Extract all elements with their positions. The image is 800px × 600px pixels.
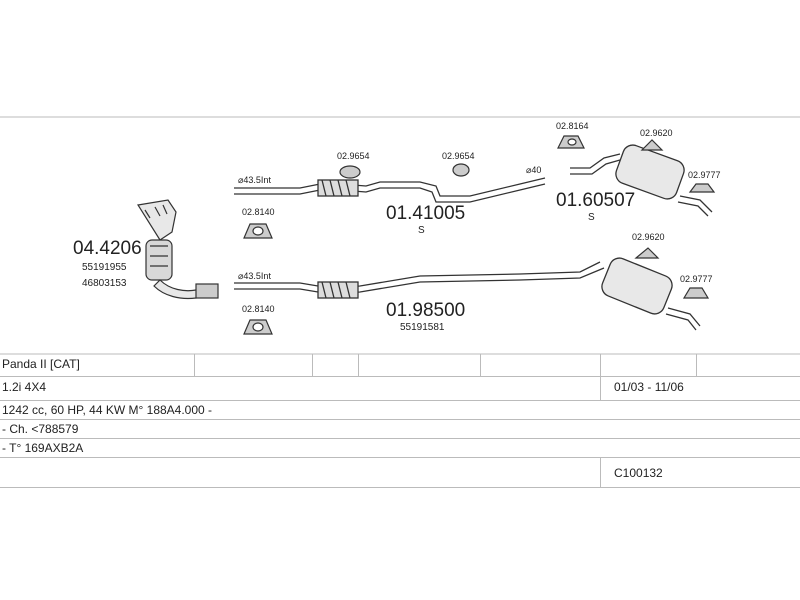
- catalyst-code: 04.4206: [73, 238, 142, 259]
- front-upper-diam-left: ⌀43.5Int: [238, 175, 271, 185]
- clamp-label: 02.9777: [688, 170, 721, 180]
- clamp-label: 02.8140: [242, 304, 275, 314]
- clamp-label: 02.8140: [242, 207, 275, 217]
- front-lower-diam-left: ⌀43.5Int: [238, 271, 271, 281]
- hanger-icon: [634, 247, 660, 259]
- hanger-icon: [688, 183, 716, 193]
- catalog-number: C100132: [614, 466, 663, 480]
- clamp-label: 02.9654: [337, 151, 370, 161]
- hanger-icon: [252, 322, 264, 332]
- application-table: Panda II [CAT] 1.2i 4X4 01/03 - 11/06 12…: [0, 354, 800, 488]
- table-row: Panda II [CAT]: [0, 354, 800, 377]
- hanger-icon: [252, 226, 264, 236]
- table-row: 1.2i 4X4 01/03 - 11/06: [0, 377, 800, 401]
- hanger-icon: [567, 138, 577, 146]
- table-row: - Ch. <788579: [0, 420, 800, 439]
- hanger-icon: [640, 139, 664, 151]
- hanger-icon: [682, 287, 710, 299]
- front-upper-pipe-drawing: [234, 177, 546, 203]
- table-row: - T° 169AXB2A: [0, 439, 800, 458]
- hanger-icon: [339, 165, 361, 179]
- catalyst-ref2: 46803153: [82, 278, 127, 289]
- front-lower-pipe-code: 01.98500: [386, 300, 465, 321]
- hanger-icons: [243, 135, 716, 335]
- engine-spec: 1242 cc, 60 HP, 44 KW M° 188A4.000 -: [2, 403, 213, 417]
- clamp-label: 02.8164: [556, 121, 589, 131]
- type-code: - T° 169AXB2A: [2, 441, 84, 455]
- front-lower-pipe-drawing: [234, 261, 605, 299]
- front-upper-pipe-note: S: [418, 225, 425, 236]
- model-name: Panda II [CAT]: [2, 357, 80, 371]
- front-lower-pipe-ref: 55191581: [400, 322, 445, 333]
- table-row: 1242 cc, 60 HP, 44 KW M° 188A4.000 -: [0, 401, 800, 420]
- catalytic-converter-drawing: [137, 199, 219, 300]
- clamp-label: 02.9777: [680, 274, 713, 284]
- table-row: C100132: [0, 458, 800, 488]
- front-upper-diam-right: ⌀40: [526, 165, 541, 175]
- clamp-label: 02.9620: [640, 128, 673, 138]
- front-upper-pipe-code: 01.41005: [386, 203, 465, 224]
- rear-upper-silencer-drawing: [570, 144, 713, 217]
- engine: 1.2i 4X4: [2, 380, 47, 394]
- hanger-icon: [452, 163, 470, 177]
- exhaust-system-diagram: 04.4206 55191955 46803153 ⌀43.5Int ⌀40 0…: [0, 116, 800, 355]
- clamp-label: 02.9654: [442, 151, 475, 161]
- clamp-label: 02.9620: [632, 232, 665, 242]
- catalyst-ref1: 55191955: [82, 262, 127, 273]
- rear-upper-silencer-note: S: [588, 212, 595, 223]
- rear-upper-silencer-code: 01.60507: [556, 190, 635, 211]
- years: 01/03 - 11/06: [614, 380, 684, 394]
- chassis: - Ch. <788579: [2, 422, 79, 436]
- rear-lower-silencer-drawing: [601, 257, 701, 331]
